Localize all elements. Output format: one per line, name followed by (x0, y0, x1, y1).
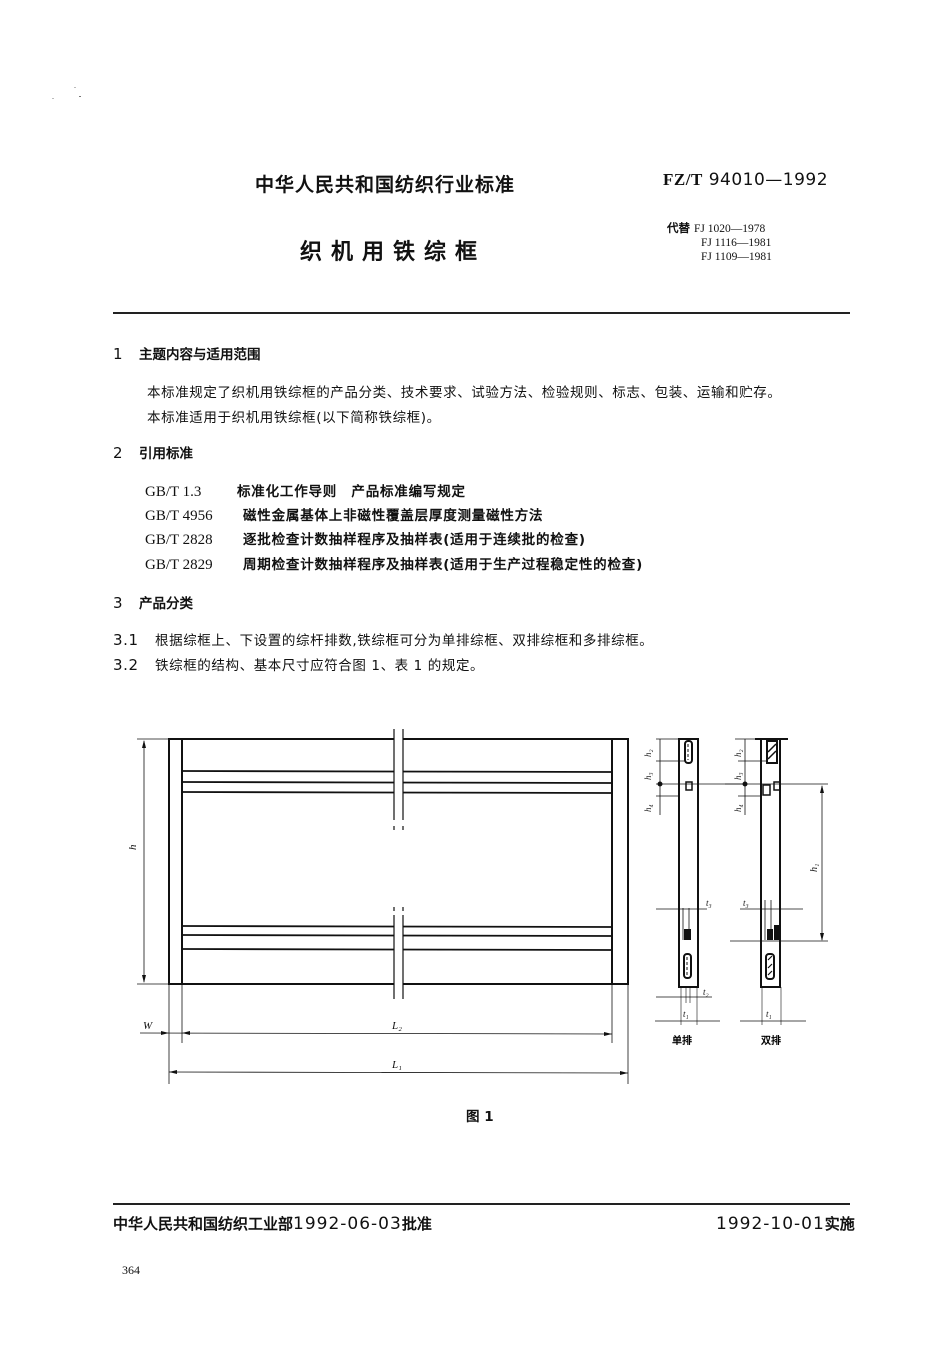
scan-speck (79, 96, 81, 97)
svg-text:t₂: t₂ (703, 987, 709, 997)
reference-item: GB/T 1.3 标准化工作导则 产品标准编写规定 (145, 480, 466, 501)
section-number: 3 (113, 594, 123, 612)
svg-text:h₃: h₃ (733, 772, 743, 780)
approval-org: 中华人民共和国纺织工业部 (113, 1215, 294, 1233)
section-3-heading: 3 产品分类 (113, 592, 193, 612)
standard-code: FZ/T 94010—1992 (663, 170, 828, 190)
svg-text:h₁: h₁ (809, 864, 820, 872)
svg-text:t₃: t₃ (706, 898, 712, 908)
section-1-paragraph: 本标准适用于织机用铁综框(以下简称铁综框)。 (147, 410, 441, 426)
section-1-heading: 1 主题内容与适用范围 (113, 343, 261, 363)
reference-title: 标准化工作导则 产品标准编写规定 (237, 484, 466, 500)
reference-item: GB/T 4956 磁性金属基体上非磁性覆盖层厚度测量磁性方法 (145, 504, 543, 525)
svg-text:h₂: h₂ (733, 749, 743, 757)
svg-text:h₄: h₄ (733, 804, 743, 812)
clause-3-2: 3.2 铁综框的结构、基本尺寸应符合图 1、表 1 的规定。 (113, 654, 484, 674)
double-row-label: 双排 (761, 1034, 781, 1047)
clause-text: 根据综框上、下设置的综杆排数,铁综框可分为单排综框、双排综框和多排综框。 (155, 633, 654, 649)
reference-code: GB/T 2829 (145, 557, 213, 573)
svg-text:t₁: t₁ (766, 1009, 772, 1019)
document-title: 织机用铁综框 (300, 240, 487, 265)
approval-suffix: 批准 (401, 1215, 432, 1233)
approval-date: 1992-06-03 (293, 1214, 402, 1234)
single-row-label: 单排 (672, 1034, 692, 1047)
label-l1: L₁ (391, 1059, 402, 1071)
replaced-standard: FJ 1116—1981 (701, 237, 772, 249)
section-number: 2 (113, 444, 123, 462)
section-number: 1 (113, 345, 123, 363)
replaces-block: 代替 FJ 1020—1978 FJ 1116—1981 FJ 1109—1981 (667, 221, 772, 264)
reference-title: 周期检查计数抽样程序及抽样表(适用于生产过程稳定性的检查) (243, 557, 644, 573)
reference-code: GB/T 4956 (145, 508, 213, 524)
svg-text:t₃: t₃ (743, 898, 749, 908)
section-title: 主题内容与适用范围 (139, 347, 261, 363)
reference-title: 磁性金属基体上非磁性覆盖层厚度测量磁性方法 (243, 508, 544, 524)
standard-organization: 中华人民共和国纺织行业标准 (255, 174, 516, 196)
section-2-heading: 2 引用标准 (113, 442, 193, 462)
page-number: 364 (122, 1263, 140, 1277)
standard-prefix: FZ/T (663, 170, 703, 189)
replaced-standard: FJ 1109—1981 (701, 251, 772, 263)
svg-text:h₂: h₂ (643, 749, 653, 757)
effective-date: 1992-10-01 (716, 1214, 825, 1234)
label-w: W (143, 1020, 153, 1032)
label-h: h (127, 844, 139, 850)
section-1-paragraph: 本标准规定了织机用铁综框的产品分类、技术要求、试验方法、检验规则、标志、包装、运… (147, 385, 782, 401)
replaces-label: 代替 (667, 221, 690, 235)
header-divider (113, 312, 850, 314)
clause-3-1: 3.1 根据综框上、下设置的综杆排数,铁综框可分为单排综框、双排综框和多排综框。 (113, 629, 653, 649)
section-title: 产品分类 (139, 596, 193, 612)
footer-divider (113, 1203, 850, 1205)
label-l2: L₂ (391, 1020, 402, 1032)
reference-code: GB/T 2828 (145, 532, 213, 548)
effective-line: 1992-10-01实施 (716, 1213, 855, 1234)
clause-number: 3.1 (113, 631, 139, 649)
replaced-standard: FJ 1020—1978 (694, 223, 766, 235)
effective-suffix: 实施 (824, 1215, 855, 1233)
scan-speck (52, 98, 54, 99)
reference-item: GB/T 2828 逐批检查计数抽样程序及抽样表(适用于连续批的检查) (145, 528, 586, 549)
reference-code: GB/T 1.3 (145, 484, 202, 500)
scan-speck (74, 87, 76, 88)
clause-text: 铁综框的结构、基本尺寸应符合图 1、表 1 的规定。 (155, 658, 485, 674)
clause-number: 3.2 (113, 656, 139, 674)
reference-title: 逐批检查计数抽样程序及抽样表(适用于连续批的检查) (243, 532, 586, 548)
section-title: 引用标准 (139, 446, 193, 462)
reference-item: GB/T 2829 周期检查计数抽样程序及抽样表(适用于生产过程稳定性的检查) (145, 553, 643, 574)
standard-number: 94010—1992 (708, 170, 829, 190)
svg-text:t₁: t₁ (683, 1009, 689, 1019)
svg-text:h₄: h₄ (643, 804, 653, 812)
svg-text:h₃: h₃ (643, 772, 653, 780)
approval-line: 中华人民共和国纺织工业部1992-06-03批准 (113, 1213, 432, 1234)
figure-caption: 图 1 (466, 1109, 494, 1125)
